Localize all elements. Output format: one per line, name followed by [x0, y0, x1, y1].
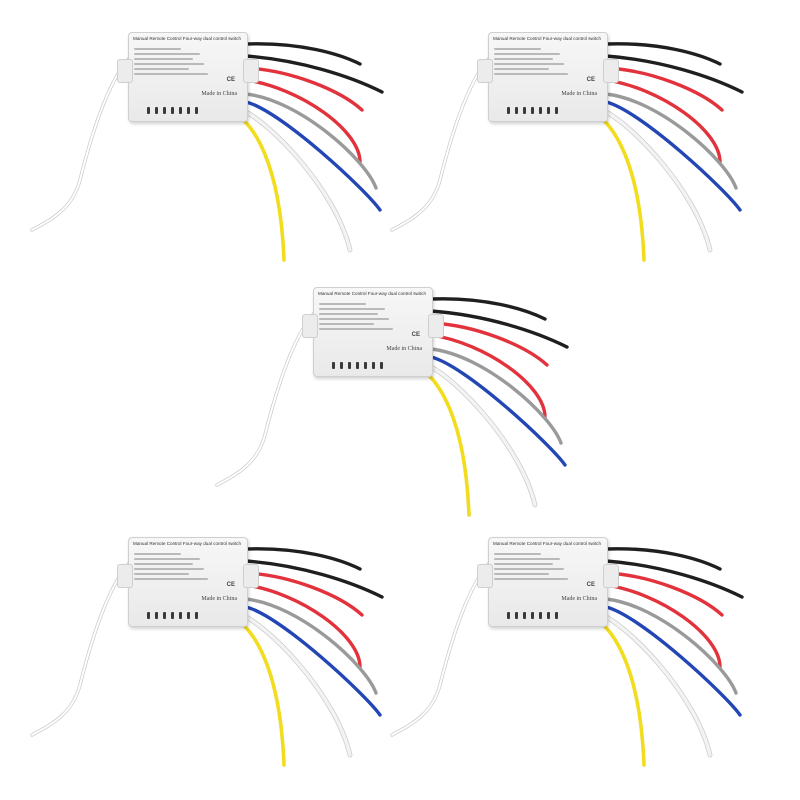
- wire-black: [244, 54, 384, 94]
- wire-white: [599, 107, 713, 253]
- switch-housing: Manual Remote Control Four-way dual cont…: [117, 32, 259, 122]
- ce-mark: CE: [226, 77, 235, 83]
- wire-red: [244, 78, 362, 164]
- wire-red: [244, 583, 362, 669]
- wire-red: [604, 78, 722, 164]
- mounting-tab: [243, 564, 259, 588]
- wire-blue: [604, 605, 742, 717]
- wire-white: [599, 612, 713, 758]
- wire-gray: [429, 347, 563, 445]
- vent-slots: [147, 107, 198, 114]
- product-label: Manual Remote Control Four-way dual cont…: [133, 541, 241, 546]
- wire-black: [244, 42, 362, 66]
- origin-label: Made in China: [201, 91, 237, 97]
- mounting-tab: [603, 59, 619, 83]
- wire-gray: [604, 92, 738, 190]
- wire-blue: [244, 605, 382, 717]
- vent-slots: [507, 107, 558, 114]
- spec-text: [134, 45, 212, 78]
- wire-gray: [244, 597, 378, 695]
- mounting-tab: [117, 59, 133, 83]
- remote-switch-unit: Manual Remote Control Four-way dual cont…: [10, 10, 384, 262]
- switch-housing: Manual Remote Control Four-way dual cont…: [302, 287, 444, 377]
- wire-gray: [604, 597, 738, 695]
- origin-label: Made in China: [561, 596, 597, 602]
- wires: [390, 547, 744, 767]
- mounting-tab: [302, 314, 318, 338]
- remote-switch-unit: Manual Remote Control Four-way dual cont…: [370, 10, 744, 262]
- wire-black: [604, 559, 744, 599]
- remote-switch-unit: Manual Remote Control Four-way dual cont…: [195, 265, 569, 517]
- mounting-tab: [243, 59, 259, 83]
- wire-blue: [604, 100, 742, 212]
- product-label: Manual Remote Control Four-way dual cont…: [493, 36, 601, 41]
- spec-text: [494, 550, 572, 583]
- wire-black: [429, 297, 547, 321]
- origin-label: Made in China: [386, 346, 422, 352]
- spec-text: [494, 45, 572, 78]
- wire-white: [424, 362, 538, 508]
- vent-slots: [147, 612, 198, 619]
- wire-black: [244, 547, 362, 571]
- switch-housing: Manual Remote Control Four-way dual cont…: [477, 537, 619, 627]
- wire-black: [244, 559, 384, 599]
- remote-switch-unit: Manual Remote Control Four-way dual cont…: [10, 515, 384, 767]
- vent-slots: [507, 612, 558, 619]
- mounting-tab: [117, 564, 133, 588]
- wire-blue: [244, 100, 382, 212]
- ce-mark: CE: [411, 332, 420, 338]
- wire-black: [604, 54, 744, 94]
- switch-housing: Manual Remote Control Four-way dual cont…: [117, 537, 259, 627]
- mounting-tab: [477, 59, 493, 83]
- mounting-tab: [477, 564, 493, 588]
- spec-text: [319, 300, 397, 333]
- ce-mark: CE: [586, 582, 595, 588]
- product-label: Manual Remote Control Four-way dual cont…: [133, 36, 241, 41]
- switch-housing: Manual Remote Control Four-way dual cont…: [477, 32, 619, 122]
- wire-white: [239, 612, 353, 758]
- wire-red: [429, 333, 547, 419]
- remote-switch-unit: Manual Remote Control Four-way dual cont…: [370, 515, 744, 767]
- wire-red: [429, 321, 549, 367]
- wire-black: [429, 309, 569, 349]
- origin-label: Made in China: [201, 596, 237, 602]
- ce-mark: CE: [226, 582, 235, 588]
- wire-red: [604, 571, 724, 617]
- wire-red: [604, 583, 722, 669]
- wires: [30, 547, 384, 767]
- product-label: Manual Remote Control Four-way dual cont…: [318, 291, 426, 296]
- product-label: Manual Remote Control Four-way dual cont…: [493, 541, 601, 546]
- origin-label: Made in China: [561, 91, 597, 97]
- wire-red: [244, 66, 364, 112]
- wire-black: [604, 547, 722, 571]
- wire-red: [604, 66, 724, 112]
- spec-text: [134, 550, 212, 583]
- wire-black: [604, 42, 722, 66]
- vent-slots: [332, 362, 383, 369]
- ce-mark: CE: [586, 77, 595, 83]
- wire-red: [244, 571, 364, 617]
- mounting-tab: [428, 314, 444, 338]
- wire-gray: [244, 92, 378, 190]
- wire-blue: [429, 355, 567, 467]
- mounting-tab: [603, 564, 619, 588]
- wire-white: [239, 107, 353, 253]
